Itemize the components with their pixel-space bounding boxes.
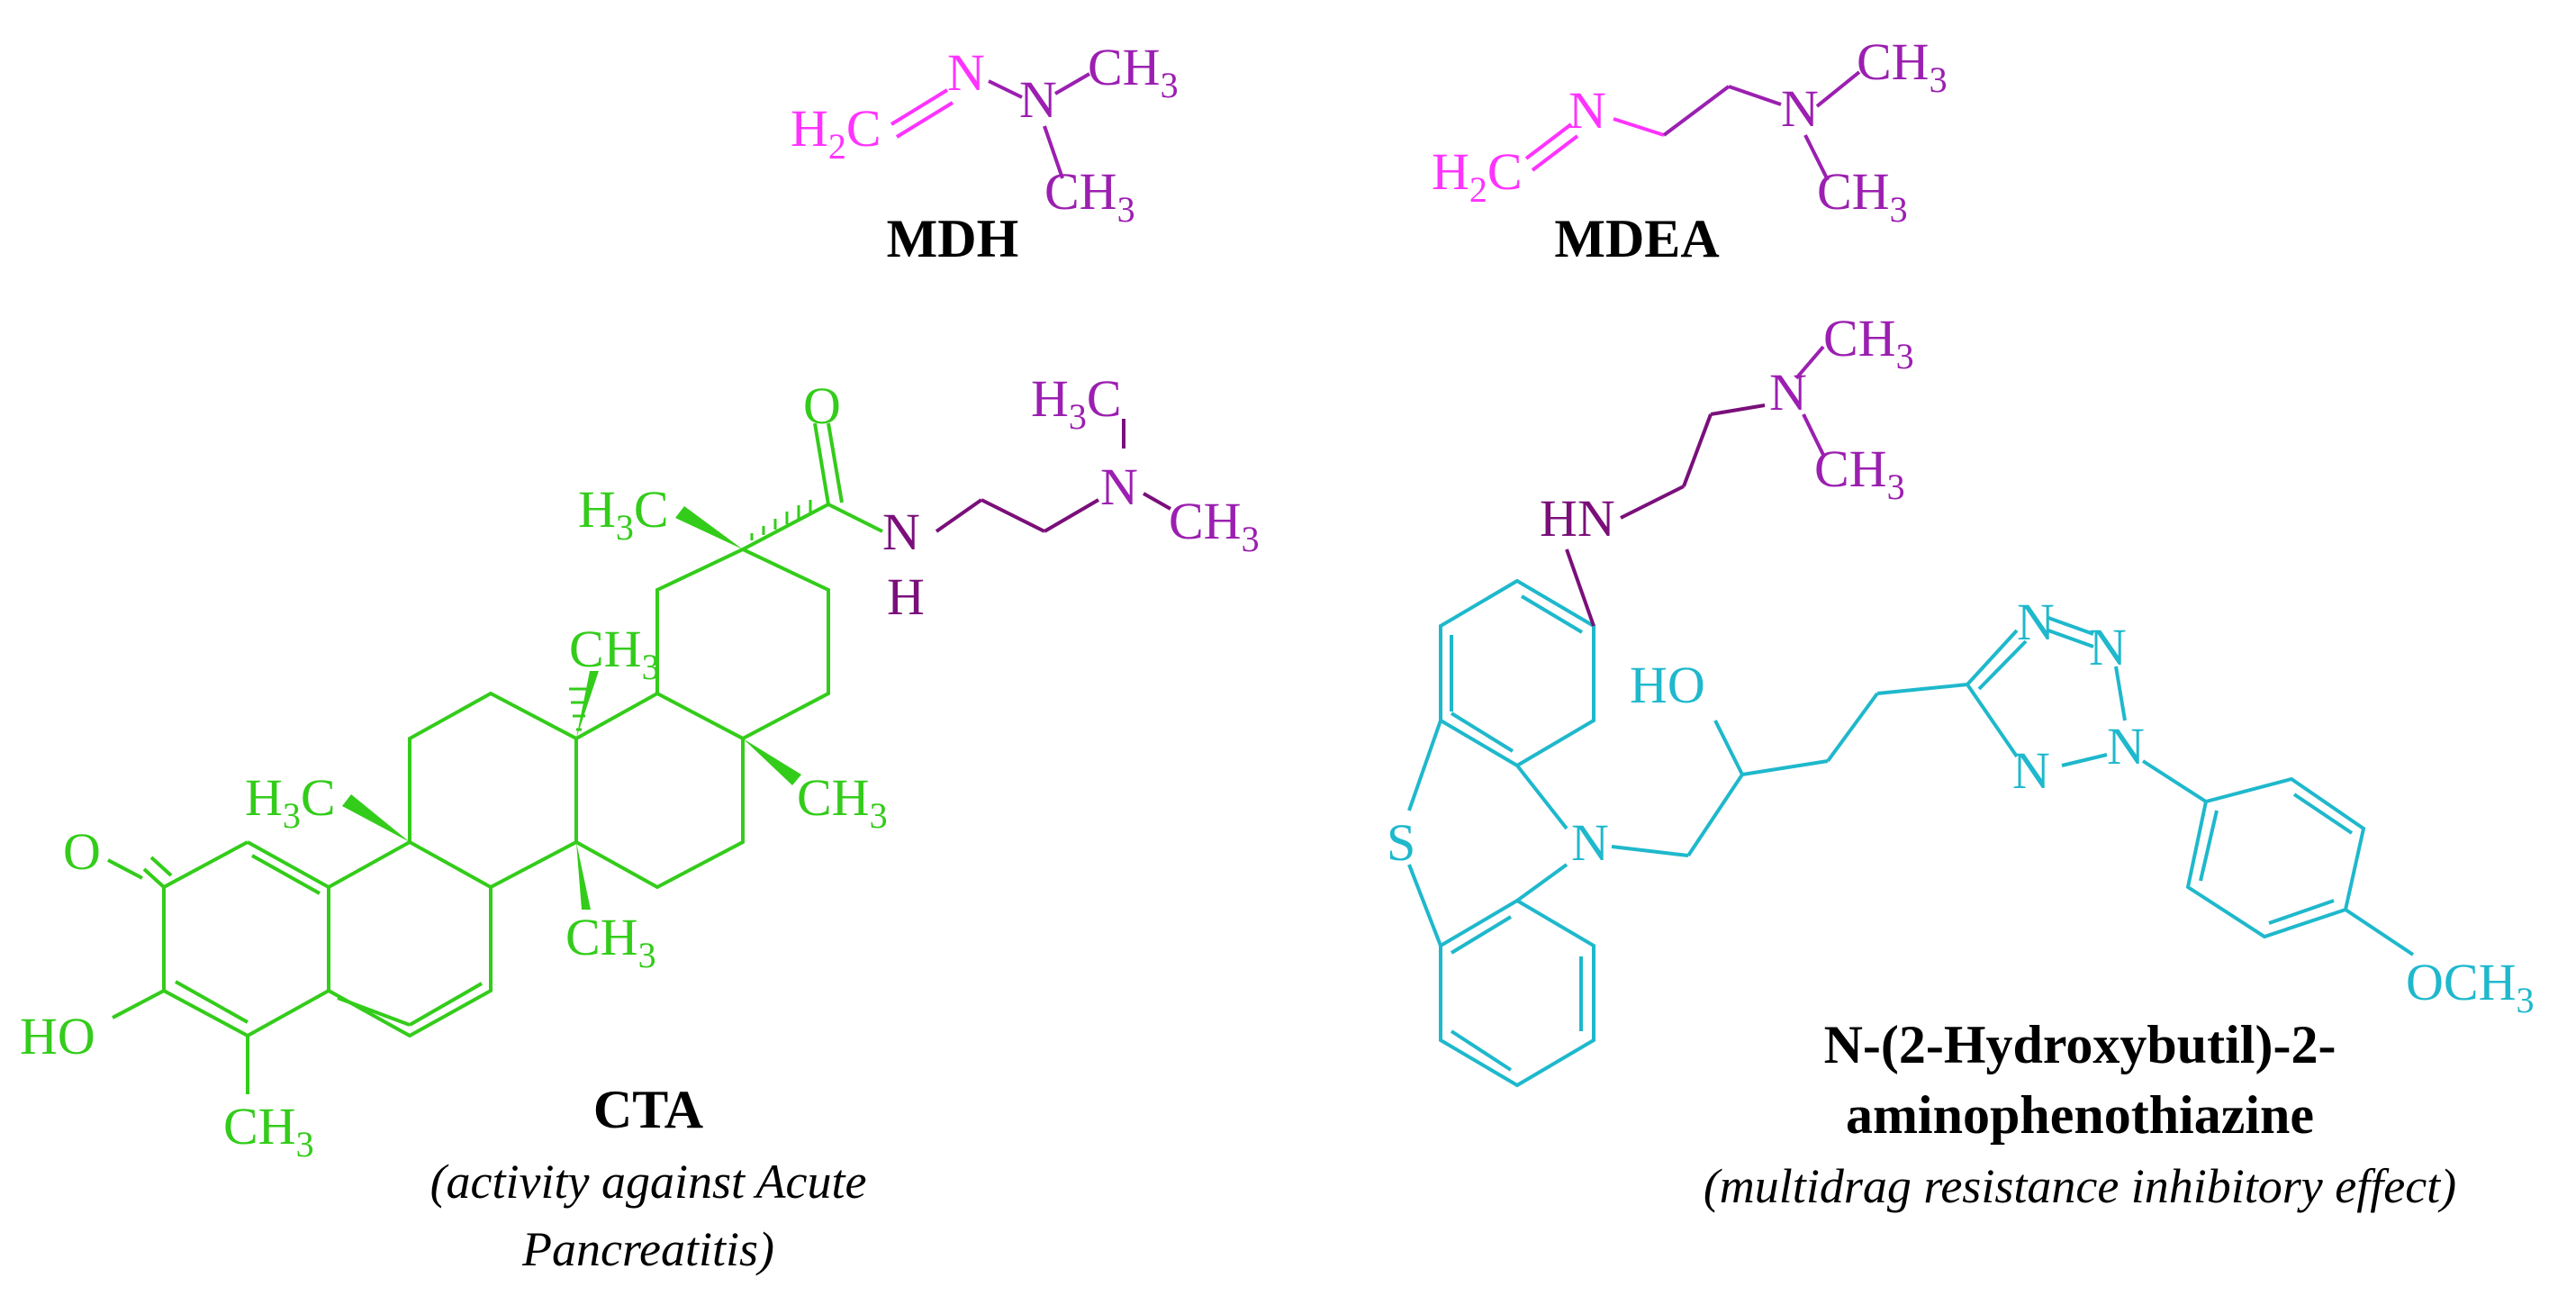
svg-text:H2C: H2C [791,99,881,167]
mdh-n2-label: N [1019,70,1057,129]
cta-amine-h3c: H [1031,369,1069,428]
ptz-ring-n: N [1571,813,1609,872]
cta-name: CTA [593,1080,703,1139]
cta-h3c-ring-b: H [245,768,283,827]
cta-ch3-ring-c-bottom: CH [565,908,638,966]
mdea-atom-labels: H2C N N CH3 CH3 MDEA [1432,32,1948,268]
ptz-ch3-lower: CH [1814,440,1887,498]
svg-text:CH3: CH3 [1169,492,1260,559]
svg-text:CH3: CH3 [569,620,660,687]
ptz-atom-labels: HN N CH3 CH3 S N HO N N N N OCH3 [1387,309,2534,1020]
ptz-name-line1: N-(2-Hydroxybutil)-2- [1824,1015,2336,1074]
svg-text:H3C: H3C [1031,369,1122,437]
cta-ch3-ring-c-top: CH [569,620,642,678]
cta-amide-n: N [882,503,920,561]
svg-text:CH3: CH3 [1088,38,1179,105]
cta-side-chain [935,419,1171,533]
svg-text:CH3: CH3 [1044,162,1135,230]
svg-text:CH3: CH3 [797,768,888,836]
mdh-n1-label: N [947,43,985,102]
ptz-caption: N-(2-Hydroxybutil)-2- aminophenothiazine… [1704,1015,2456,1213]
mdea-name: MDEA [1554,209,1719,268]
cta-side-chain-labels: N H N H3C CH3 [882,369,1260,626]
cta-o-amide: O [803,376,841,435]
svg-text:H3C: H3C [578,480,669,548]
cta-skeleton [107,422,883,1094]
mdea-ch3-upper: CH [1857,32,1930,91]
mdh-atom-labels: H2C N N CH3 CH3 MDH [791,38,1179,268]
cta-amine-n: N [1100,458,1138,516]
ptz-skeleton [1407,578,2415,1088]
ptz-tetrazole-n4: N [2012,741,2050,800]
ptz-s: S [1387,813,1415,872]
mdea-structure [1524,70,1861,181]
cta-ho: HO [20,1007,95,1065]
ptz-ho: HO [1630,656,1705,714]
ptz-dimethylamino [1794,345,1825,456]
cta-amide-h: H [887,567,925,626]
svg-text:CH3: CH3 [223,1097,314,1165]
svg-text:CH3: CH3 [1817,162,1908,230]
svg-text:CH3: CH3 [565,908,656,975]
svg-text:H3C: H3C [245,768,336,836]
ptz-tetrazole-n3: N [2107,717,2145,775]
cta-h3c-ring-e: H [578,480,616,539]
ptz-name-line2: aminophenothiazine [1846,1085,2314,1145]
ptz-och3: OCH [2406,953,2516,1011]
mdea-n1-label: N [1568,81,1606,140]
svg-text:CH3: CH3 [1823,309,1914,376]
mdh-ch3-lower: CH [1044,162,1117,221]
cta-amine-ch3: CH [1169,492,1242,550]
cta-atom-labels: O HO CH3 H3C CH3 CH3 CH3 H3C O [20,376,888,1165]
ptz-ch3-upper: CH [1823,309,1896,367]
cta-ch3-ring-a: CH [223,1097,296,1155]
ptz-tetrazole-n2: N [2089,618,2127,676]
mdh-h-label: H [791,99,828,158]
ptz-note: (multidrag resistance inhibitory effect) [1704,1159,2456,1213]
svg-text:CH3: CH3 [1814,440,1905,507]
cta-note-line1: (activity against Acute [430,1155,867,1209]
mdh-name: MDH [887,209,1019,268]
cta-note-line2: Pancreatitis) [521,1222,774,1276]
ptz-amine-chain [1565,403,1766,627]
mdea-n2-label: N [1781,79,1819,138]
cta-o-ketone: O [63,822,101,881]
ptz-hn: HN [1540,489,1615,548]
cta-stereo-bonds [342,500,812,910]
svg-text:H2C: H2C [1432,142,1523,210]
svg-text:OCH3: OCH3 [2406,953,2534,1020]
mdh-ch3-upper: CH [1088,38,1161,96]
cta-ch3-ring-d: CH [797,768,870,827]
ptz-tetrazole-n1: N [2017,593,2055,651]
mdea-ch3-lower: CH [1817,162,1890,221]
mdh-structure [890,72,1091,179]
cta-caption: CTA (activity against Acute Pancreatitis… [430,1080,867,1276]
ptz-amine-n: N [1769,363,1807,421]
mdea-h-label: H [1432,142,1469,201]
svg-text:CH3: CH3 [1857,32,1948,100]
